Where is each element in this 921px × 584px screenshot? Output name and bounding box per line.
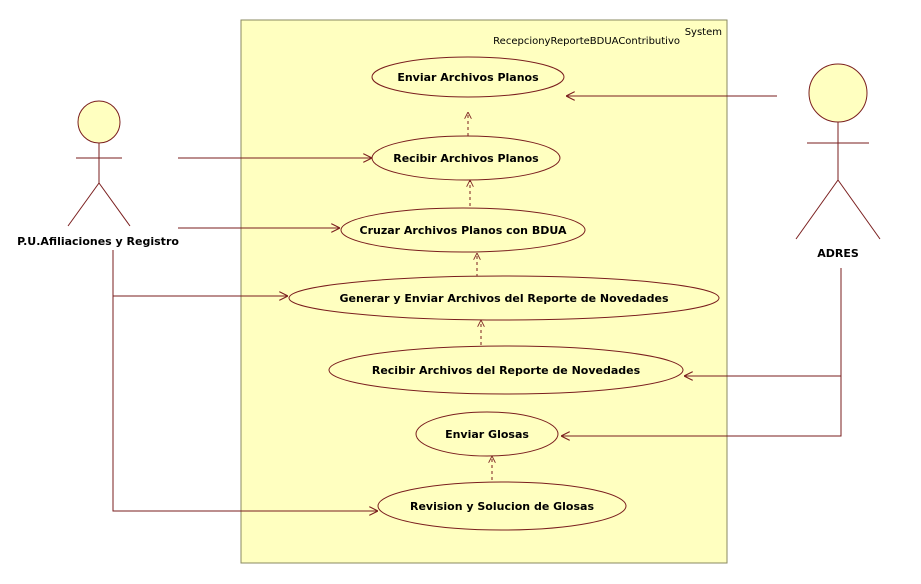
use-case-label: Revision y Solucion de Glosas [410, 500, 594, 513]
use-case-label: Generar y Enviar Archivos del Reporte de… [339, 292, 668, 305]
use-case-enviar-archivos-planos[interactable]: Enviar Archivos Planos [371, 56, 565, 98]
use-case-label: Cruzar Archivos Planos con BDUA [360, 224, 567, 237]
include-dependencies [468, 112, 492, 480]
use-case-recibir-reporte[interactable]: Recibir Archivos del Reporte de Novedade… [328, 345, 684, 395]
use-case-revision-glosas[interactable]: Revision y Solucion de Glosas [377, 481, 627, 531]
system-name: RecepcionyReporteBDUAContributivo [493, 36, 680, 47]
stick-figure-icon [67, 100, 131, 227]
use-case-label: Recibir Archivos del Reporte de Novedade… [372, 364, 641, 377]
stick-figure-icon [795, 63, 881, 240]
use-case-recibir-archivos-planos[interactable]: Recibir Archivos Planos [371, 135, 561, 181]
actor-pu-afiliaciones[interactable]: P.U.Afiliaciones y Registro [17, 100, 179, 248]
actor-label: P.U.Afiliaciones y Registro [17, 235, 179, 248]
use-case-generar-enviar-reporte[interactable]: Generar y Enviar Archivos del Reporte de… [288, 275, 720, 321]
association-left-revision [112, 296, 378, 511]
use-case-label: Enviar Glosas [445, 428, 529, 441]
use-case-label: Recibir Archivos Planos [393, 152, 539, 165]
actor-adres[interactable]: ADRES [795, 63, 881, 260]
associations [112, 96, 842, 511]
association-right-enviar-glosas [561, 376, 842, 436]
actor-label: ADRES [817, 247, 859, 260]
use-case-enviar-glosas[interactable]: Enviar Glosas [415, 411, 559, 457]
use-case-label: Enviar Archivos Planos [397, 71, 539, 84]
use-case-cruzar-archivos-planos[interactable]: Cruzar Archivos Planos con BDUA [340, 207, 586, 253]
system-stereotype: System [685, 27, 722, 38]
